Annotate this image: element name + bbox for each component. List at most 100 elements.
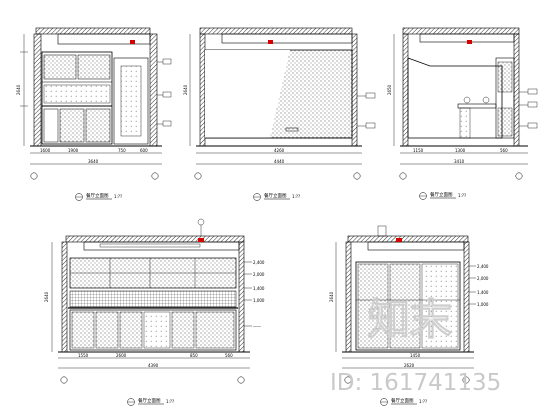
bottom-dim-1: 4260: [274, 148, 285, 153]
grid-bubble-left: [60, 376, 68, 384]
wall-panel: [407, 57, 503, 139]
level-callout: 2,000: [253, 272, 265, 277]
elevation-scale: 1:??: [458, 193, 466, 198]
bottom-total: 3640: [88, 159, 99, 164]
level-callout: 1,400: [477, 290, 489, 295]
elevation-scale: 1:??: [419, 399, 427, 404]
right-wall: [149, 33, 158, 147]
base-door-1: [43, 108, 59, 143]
watermark-brand: 知末: [368, 295, 452, 344]
bottom-dim-1: 1550: [78, 353, 89, 358]
bottom-dim-2: 1900: [68, 148, 79, 153]
bottom-total: 4390: [148, 363, 159, 368]
level-callout: 1,400: [253, 286, 265, 291]
accent-mark: [268, 40, 273, 44]
right-wall: [351, 33, 358, 147]
elevation-title: 餐厅立面图: [86, 192, 109, 199]
level-callout: 2,400: [253, 260, 265, 265]
bottom-dim-1: 1450: [410, 353, 421, 358]
grid-bubble-left: [399, 172, 407, 180]
elevation-4: 2640 2,400 2,000 1,400 1,000 —— 1550 260…: [44, 218, 265, 406]
ceiling-slab: [65, 235, 245, 243]
left-wall: [61, 241, 68, 353]
pendant-lamp: [463, 96, 471, 104]
accent-mark: [396, 238, 402, 242]
grid-bubble-right: [353, 172, 361, 180]
tall-panel: [113, 57, 149, 145]
right-callouts: 2,400 2,000 1,400 1,000: [469, 264, 489, 307]
right-callouts: [157, 58, 172, 127]
height-dimension: 2640: [183, 84, 188, 95]
level-callout: 2,400: [477, 264, 489, 269]
height-dimension: 2640: [44, 291, 49, 302]
bottom-dim-3: 850: [190, 353, 198, 358]
grid-bubble-left: [30, 172, 38, 180]
upper-glass-left: [43, 54, 77, 80]
grid-bubble-right: [237, 376, 245, 384]
ceiling-slab: [347, 235, 469, 243]
cabinet-frame: [355, 261, 461, 351]
right-wall: [238, 241, 245, 353]
ceiling-slab: [199, 27, 353, 35]
ceiling-bulkhead: [83, 241, 240, 251]
outlet: [285, 127, 299, 132]
tall-cabinet-mid: [389, 263, 421, 349]
accent-mark: [467, 40, 472, 44]
right-callouts: [357, 92, 376, 129]
grid-bubble-right: [151, 172, 159, 180]
grid-bubble-right: [462, 376, 470, 384]
base-cabinets: [69, 309, 237, 351]
bottom-dim-1: 1150: [413, 148, 424, 153]
elevation-2: 2640 4260 4440 餐厅立面图 1:??: [183, 27, 376, 201]
tall-cabinet-right: [421, 263, 459, 349]
accent-mark: [198, 238, 204, 242]
upper-glass-right: [77, 54, 111, 80]
bottom-dim-3: 560: [500, 148, 508, 153]
ceiling-bulkhead: [221, 33, 353, 44]
right-callouts: [519, 88, 538, 129]
side-column: [495, 57, 515, 139]
watermark-id: ID: 161741135: [330, 370, 501, 396]
tall-cabinet-left: [357, 263, 389, 349]
bottom-dim-3: 750: [118, 148, 126, 153]
bottom-dim-2: 2600: [116, 353, 127, 358]
backsplash-tiles: [69, 290, 237, 308]
ceiling-slab: [35, 27, 151, 35]
ceiling-bulkhead: [367, 241, 465, 251]
accent-mark: [130, 40, 135, 44]
left-wall: [345, 241, 352, 353]
elevation-title: 餐厅立面图: [430, 191, 453, 198]
grid-bubble-left: [344, 376, 352, 384]
backsplash: [43, 84, 111, 104]
bottom-dim-4: 600: [140, 148, 148, 153]
grid-bubble-right: [515, 172, 523, 180]
elevation-scale: 1:??: [114, 194, 122, 199]
level-callout: 2,000: [477, 276, 489, 281]
appliance-door: [143, 311, 171, 349]
bottom-total: 4440: [274, 159, 285, 164]
base-door-2: [59, 108, 85, 143]
elevation-scale: 1:??: [292, 194, 300, 199]
counter-top: [457, 103, 497, 109]
ceiling-slab: [402, 27, 520, 35]
height-dimension: 2640: [329, 291, 334, 302]
level-callout: ——: [253, 324, 261, 329]
level-callout: 1,000: [477, 302, 489, 307]
elevation-1: 2640 1600 1900 750 600 3640 餐厅立面图 1:??: [16, 27, 172, 201]
elevation-3: 2650 1150 1300 560 3410 餐厅立面图 1:??: [387, 27, 538, 200]
right-wall: [513, 33, 520, 147]
right-callouts: 2,400 2,000 1,400 1,000 ——: [244, 260, 265, 329]
left-wall: [199, 33, 206, 147]
elevation-scale: 1:??: [166, 399, 174, 404]
height-dimension: 2650: [387, 84, 392, 95]
elevation-title: 餐厅立面图: [138, 397, 161, 404]
base-door-3: [85, 108, 111, 143]
left-wall: [33, 33, 42, 147]
bottom-dim-2: 1300: [455, 148, 466, 153]
watermark: 知末 ID: 161741135: [330, 294, 501, 396]
elevation-title: 餐厅立面图: [264, 192, 287, 199]
level-callout: 1,000: [253, 298, 265, 303]
elevation-title: 餐厅立面图: [391, 397, 414, 404]
bottom-dim-4: 560: [225, 353, 233, 358]
